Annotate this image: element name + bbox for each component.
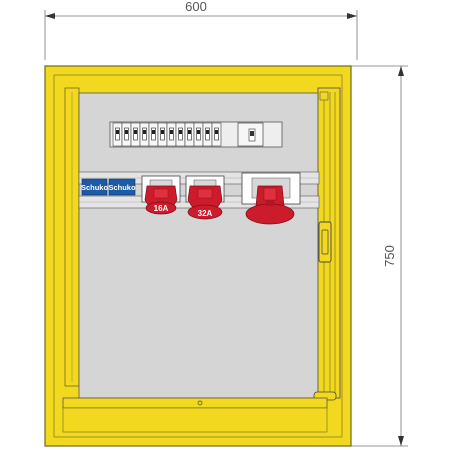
height-dimension: 750	[350, 65, 408, 447]
breaker-module	[211, 122, 222, 147]
breaker-module	[166, 122, 177, 147]
cee-socket-large	[241, 172, 301, 225]
schuko-socket-1: Schuko	[81, 178, 109, 196]
cee-label-16a: 16A	[154, 204, 169, 213]
schuko-label-2: Schuko	[108, 183, 136, 192]
breaker-module	[148, 122, 159, 147]
breaker-module	[184, 122, 195, 147]
door-handle	[318, 221, 332, 263]
width-label: 600	[185, 0, 207, 14]
cee-label-32a: 32A	[198, 209, 213, 218]
circuit-breakers	[112, 122, 222, 147]
breaker-module	[121, 122, 132, 147]
breaker-module	[112, 122, 123, 147]
rcd-switch	[237, 122, 264, 147]
breaker-module	[202, 122, 213, 147]
width-dimension: 600	[44, 0, 358, 60]
bottom-sill	[62, 397, 328, 433]
height-label: 750	[382, 245, 397, 267]
breaker-module	[130, 122, 141, 147]
schuko-label-1: Schuko	[81, 183, 109, 192]
breaker-module	[193, 122, 204, 147]
cee-socket-32a: 32A	[185, 175, 225, 220]
breaker-module	[157, 122, 168, 147]
left-hinge-strip	[64, 87, 80, 387]
breaker-module	[139, 122, 150, 147]
breaker-module	[175, 122, 186, 147]
cee-socket-16a: 16A	[141, 175, 181, 215]
schuko-socket-2: Schuko	[108, 178, 136, 196]
